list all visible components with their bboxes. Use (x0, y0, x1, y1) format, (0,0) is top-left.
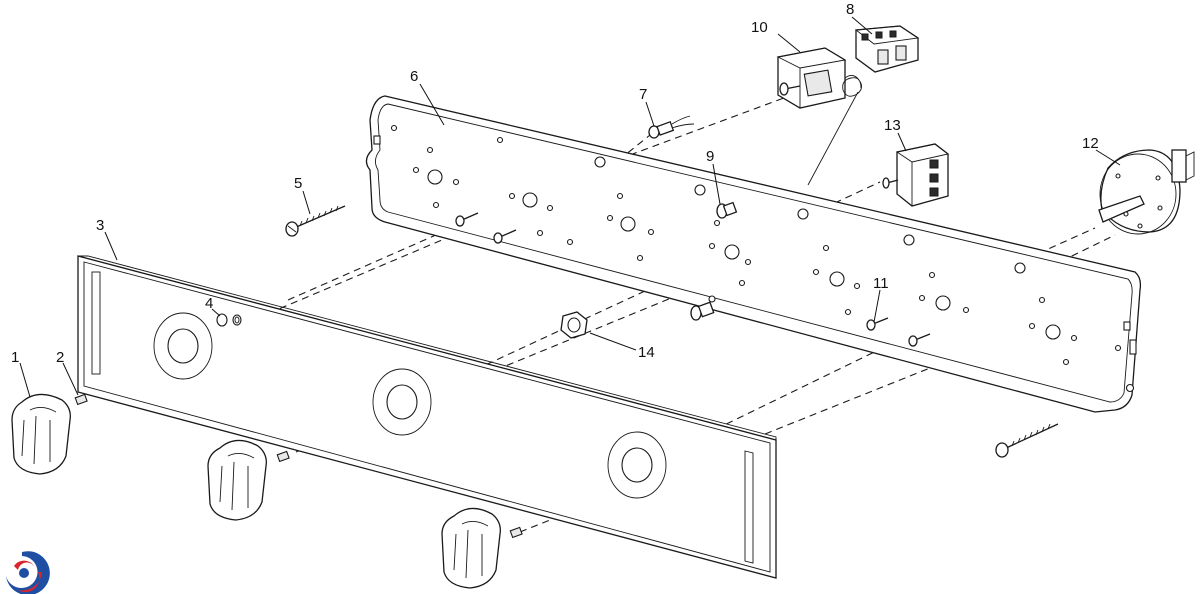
control-knob-3 (441, 507, 523, 589)
callout-8: 8 (846, 1, 854, 18)
screw-small-a (455, 212, 479, 227)
callout-14: 14 (638, 344, 655, 361)
lamp-holder-lower (690, 295, 716, 321)
timer-part-12 (1098, 149, 1195, 235)
screw-small-b (493, 229, 517, 244)
neon-lamp-part-7 (648, 115, 695, 139)
screw-part-11 (866, 317, 889, 331)
callout-12: 12 (1082, 135, 1099, 152)
callout-1: 1 (11, 349, 19, 366)
callout-labels: 1 2 3 4 5 6 7 8 9 10 11 12 13 14 (11, 1, 1099, 366)
knob-insert-part-2 (74, 393, 88, 406)
back-panel-part-6 (365, 95, 1142, 413)
front-fascia-part-3 (77, 255, 777, 579)
callout-2: 2 (56, 349, 64, 366)
control-knob-2 (207, 439, 290, 521)
callout-10: 10 (751, 19, 768, 36)
callout-6: 6 (410, 68, 418, 85)
control-knob-part-1 (11, 393, 88, 475)
switch-part-13 (882, 143, 950, 207)
screw-part-5 (285, 205, 346, 237)
nut-part-14 (560, 311, 588, 339)
callout-9: 9 (706, 148, 714, 165)
fascia-knob-openings (153, 312, 667, 499)
screw-small-c (908, 333, 931, 347)
screw-long-lower (995, 423, 1059, 458)
callout-leaders (19, 16, 1121, 398)
callout-3: 3 (96, 217, 104, 234)
panel-mounting-holes (390, 124, 1135, 393)
lamp-holder-part-9 (713, 201, 738, 227)
callout-13: 13 (884, 117, 901, 134)
brand-swirl-logo-icon (6, 551, 50, 594)
callout-11: 11 (873, 275, 889, 292)
terminal-block-part-8 (854, 25, 920, 73)
callout-4: 4 (205, 295, 213, 312)
callout-7: 7 (639, 86, 647, 103)
callout-5: 5 (294, 175, 302, 192)
indicator-lens-part-4 (216, 313, 228, 327)
thermostat-part-10 (776, 47, 862, 186)
